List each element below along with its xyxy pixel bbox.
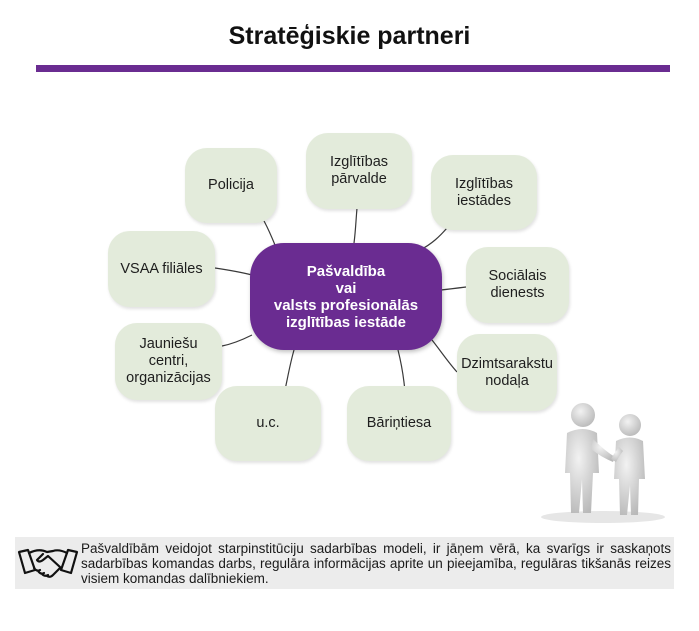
connector-dzimtsarakstu [431,339,458,373]
connector-vsaa [214,267,253,276]
node-uc: u.c. [215,386,321,461]
handshake-people-illustration [541,403,665,523]
footer-text: Pašvaldībām veidojot starpinstitūciju sa… [81,541,671,586]
node-policija: Policija [185,148,277,223]
connector-uc [284,349,295,391]
node-izglitibas-iestades: Izglītības iestādes [431,155,537,230]
node-dzimtsarakstu-nodala: Dzimtsarakstu nodaļa [457,334,557,411]
connector-jauniešu [221,334,253,347]
connector-sociālais [440,286,467,291]
footer-note: Pašvaldībām veidojot starpinstitūciju sa… [15,537,674,589]
handshake-icon [17,548,79,578]
node-socialais-dienests: Sociālais dienests [466,247,569,323]
node-barintiesa: Bāriņtiesa [347,386,451,461]
node-vsaa-filiales: VSAA filiāles [108,231,215,307]
title-underline [36,65,670,72]
node-jauniesu-centri: Jauniešu centri, organizācijas [115,323,222,400]
node-izglitibas-parvalde: Izglītības pārvalde [306,133,412,209]
center-node: Pašvaldība vai valsts profesionālās izgl… [250,243,442,350]
page-title: Stratēģiskie partneri [228,22,471,50]
